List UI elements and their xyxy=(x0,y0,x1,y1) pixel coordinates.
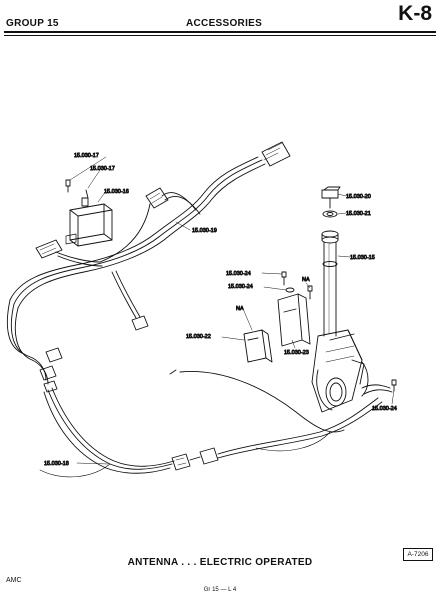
callout-15030-24b: 15.030-24 xyxy=(228,284,253,290)
callout-15030-24a: 15.030-24 xyxy=(226,271,251,277)
callout-15030-21: 15.030-21 xyxy=(346,211,371,217)
wiring-harness xyxy=(6,141,393,478)
footer-page-ref: Gr 15 — L 4 xyxy=(203,587,237,593)
header-rule-thin xyxy=(4,35,436,36)
figure-reference: A-7206 xyxy=(403,548,433,561)
footer-publisher: AMC xyxy=(6,577,22,584)
callout-15030-17b: 15.030-17 xyxy=(90,166,115,172)
callout-15030-24c: 15.030-24 xyxy=(372,406,397,412)
group-label: GROUP 15 xyxy=(6,18,59,29)
figure-caption: ANTENNA . . . ELECTRIC OPERATED xyxy=(127,557,313,568)
callout-15030-18: 15.030-18 xyxy=(44,461,69,467)
mounting-brackets xyxy=(243,271,397,392)
antenna-motor xyxy=(311,329,363,413)
page-code: K-8 xyxy=(398,2,432,25)
harness-top-connector xyxy=(261,141,291,167)
callout-15030-23: 15.030-23 xyxy=(284,350,309,356)
harness-connector-a xyxy=(45,347,63,363)
callout-15030-20: 15.030-20 xyxy=(346,194,371,200)
relay-module xyxy=(65,179,113,247)
harness-small-connector xyxy=(131,315,149,331)
section-title: ACCESSORIES xyxy=(186,18,263,29)
leader-lines xyxy=(69,156,395,465)
harness-left-connector xyxy=(35,239,63,259)
callout-na-left: NA xyxy=(236,306,244,312)
callout-15030-16: 15.030-16 xyxy=(104,189,129,195)
harness-bottom-connector xyxy=(171,453,191,471)
callout-na-right: NA xyxy=(302,277,310,283)
harness-mid-connector xyxy=(145,187,169,209)
callout-15030-22: 15.030-22 xyxy=(186,334,211,340)
mast-nut-washer xyxy=(321,186,341,218)
callout-15030-15: 15.030-15 xyxy=(350,255,375,261)
header-rule xyxy=(4,31,436,33)
callout-15030-19: 15.030-19 xyxy=(192,228,217,234)
screw-icon xyxy=(65,179,71,187)
antenna-mast xyxy=(311,230,369,413)
harness-connector-b xyxy=(39,365,57,381)
callout-15030-17a: 15.030-17 xyxy=(74,153,99,159)
